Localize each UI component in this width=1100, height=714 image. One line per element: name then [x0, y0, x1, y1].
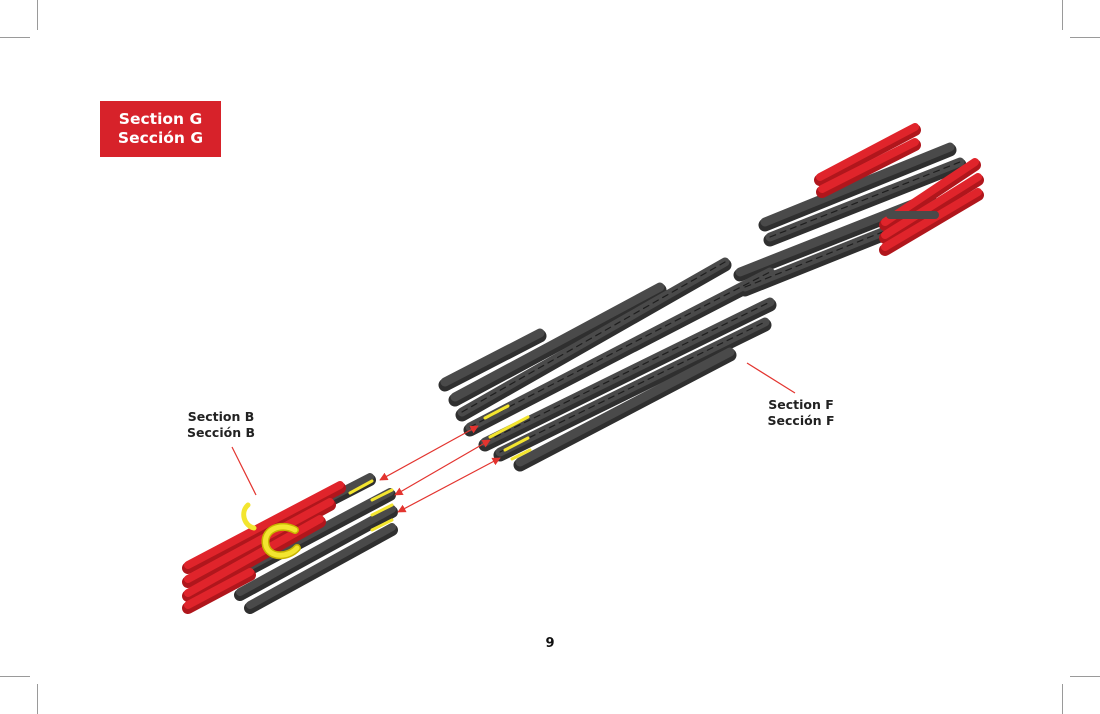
crop-mark-top-left — [37, 0, 38, 30]
yellow-hook-connector — [241, 502, 257, 531]
section-f-label: Section F Sección F — [760, 397, 842, 429]
section-b-label-es: Sección B — [187, 425, 255, 440]
crop-mark-top-right-h — [1070, 37, 1100, 38]
connection-arrows — [379, 425, 501, 513]
section-badge: Section G Sección G — [100, 101, 221, 157]
section-badge-title: Section G — [118, 110, 203, 128]
crop-mark-bottom-left-h — [0, 676, 30, 677]
crop-mark-bottom-right — [1062, 684, 1063, 714]
section-b-label-en: Section B — [187, 409, 255, 424]
section-b-label: Section B Sección B — [180, 409, 262, 441]
section-f-label-en: Section F — [768, 397, 834, 412]
crop-mark-top-left-h — [0, 37, 30, 38]
section-f-label-es: Sección F — [767, 413, 835, 428]
crop-mark-bottom-right-h — [1070, 676, 1100, 677]
section-b-assembly — [182, 473, 398, 614]
section-g-red-pieces — [814, 123, 984, 256]
section-f-assembly — [438, 142, 967, 472]
page-number: 9 — [545, 636, 555, 651]
leader-lines — [231, 362, 796, 496]
crop-mark-top-right — [1062, 0, 1063, 30]
crop-mark-bottom-left — [37, 684, 38, 714]
section-f-yellow-connectors — [483, 404, 532, 461]
section-badge-subtitle: Sección G — [117, 129, 204, 147]
